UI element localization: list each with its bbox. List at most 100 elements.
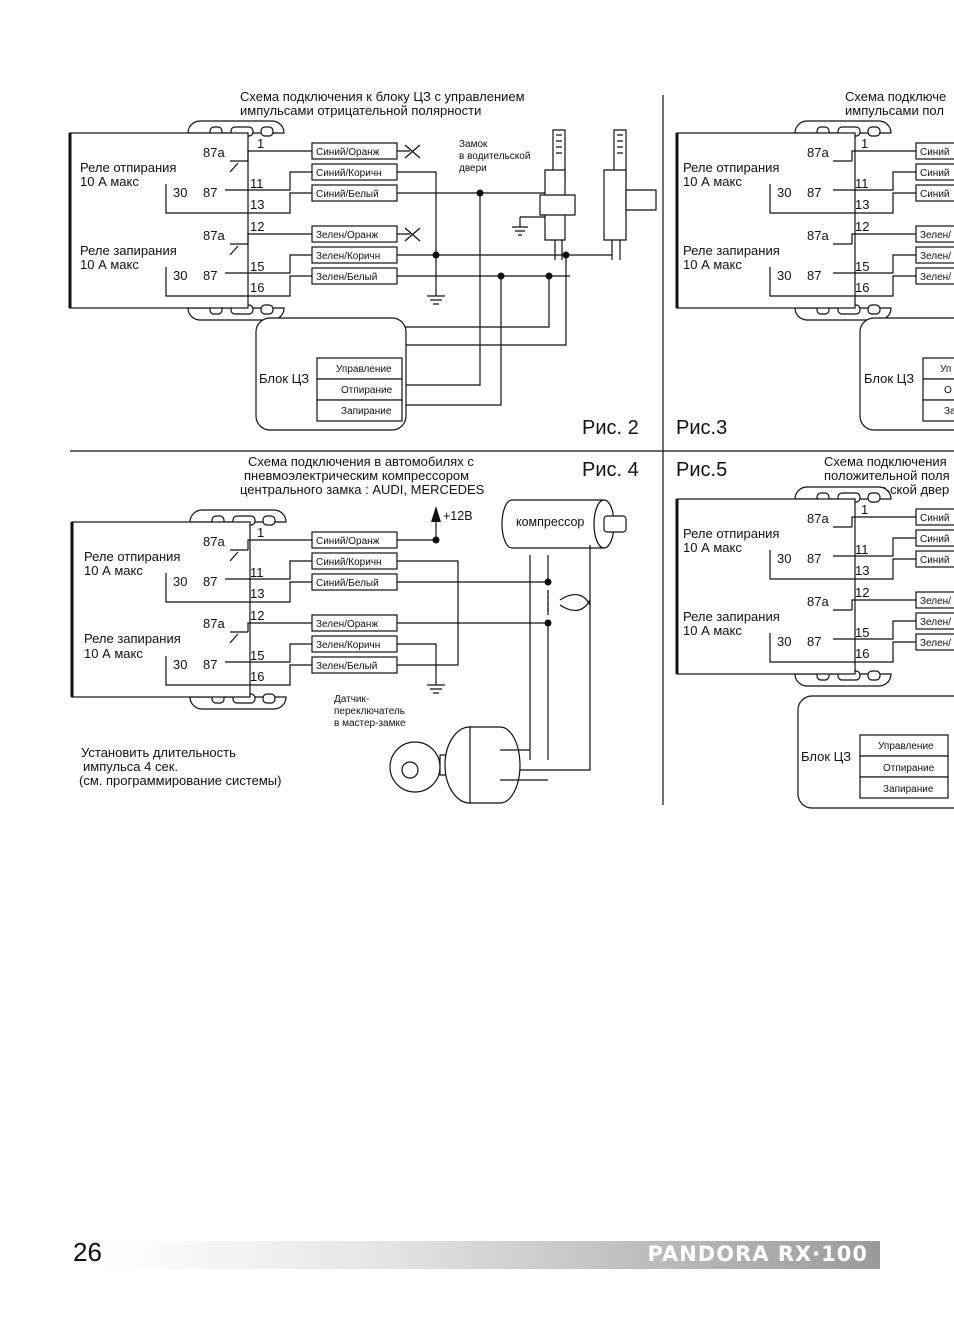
relay-lock-label: Реле запирания: [80, 243, 177, 258]
pin-12: 12: [250, 219, 264, 234]
pin-11: 11: [855, 542, 869, 557]
footer-bar: [100, 1241, 880, 1269]
pin-30: 30: [777, 634, 791, 649]
fig3-caption2: импульсами пол: [845, 103, 944, 118]
cz-block-label: Блок ЦЗ: [864, 371, 914, 386]
cz-unlock: Отпирание: [341, 385, 393, 396]
pin-16: 16: [855, 646, 869, 661]
cz-control: Уп: [940, 364, 951, 375]
pin-16: 16: [250, 280, 264, 295]
cz-lock: Запирание: [883, 784, 934, 795]
pin-30: 30: [777, 185, 791, 200]
pin-15: 15: [855, 259, 869, 274]
wire-label: Зелен/: [920, 230, 951, 241]
wire-label: Синий: [920, 147, 950, 158]
pin-87: 87: [807, 634, 821, 649]
wire-label: Синий: [920, 168, 950, 179]
lock-note: Замок: [459, 139, 488, 150]
wire-label: Зелен/: [920, 272, 951, 283]
pin-87: 87: [203, 657, 217, 672]
relay-lock-label: Реле запирания: [84, 631, 181, 646]
relay-unlock-amps: 10 А макс: [84, 563, 143, 578]
fig2-caption2: импульсами отрицательной полярности: [240, 103, 481, 118]
pin-15: 15: [250, 648, 264, 663]
fig2-label: Рис. 2: [582, 417, 639, 439]
pin-30: 30: [173, 657, 187, 672]
wire-label: Синий/Коричн: [316, 557, 382, 568]
fig5-caption2: положительной поля: [824, 468, 950, 483]
wire-label: Синий: [920, 189, 950, 200]
pin-11: 11: [855, 176, 869, 191]
pin-13: 13: [250, 586, 264, 601]
pin-11: 11: [250, 176, 264, 191]
wire-label: Синий: [920, 534, 950, 545]
pin-1: 1: [861, 136, 868, 151]
pin-87: 87: [807, 185, 821, 200]
pin-16: 16: [250, 669, 264, 684]
relay-lock-amps: 10 А макс: [683, 257, 742, 272]
pin-13: 13: [855, 563, 869, 578]
cz-unlock: Отпирание: [883, 763, 935, 774]
wire-label: Синий/Белый: [316, 578, 379, 589]
sensor-label: в мастер-замке: [334, 718, 406, 729]
pin-87a: 87a: [203, 616, 225, 631]
relay-lock-amps: 10 А макс: [84, 646, 143, 661]
fig2-caption: Схема подключения к блоку ЦЗ с управлени…: [240, 89, 525, 104]
wire-labels: Синий/Оранж Синий/Коричн Синий/Белый Зел…: [311, 142, 398, 285]
cz-control: Управление: [336, 364, 392, 375]
wire-label: Синий/Коричн: [316, 168, 382, 179]
figure-4: Схема подключения в автомобилях с пневмо…: [70, 454, 639, 804]
page-number: 26: [73, 1237, 102, 1267]
relay-unlock-label: Реле отпирания: [683, 526, 779, 541]
figure-2: Схема подключения к блоку ЦЗ с управлени…: [68, 89, 657, 439]
pin-12: 12: [855, 585, 869, 600]
fig4-caption2: пневмоэлектрическим компрессором: [244, 468, 469, 483]
relay-lock-amps: 10 А макс: [80, 257, 139, 272]
fig3-caption: Схема подключе: [845, 89, 946, 104]
wire-label: Зелен/Коричн: [316, 251, 380, 262]
wire-label: Зелен/Белый: [316, 272, 377, 283]
pin-13: 13: [855, 197, 869, 212]
relay-lock-amps: 10 А макс: [683, 623, 742, 638]
fig5-caption: Схема подключения: [824, 454, 947, 469]
pin-87: 87: [203, 574, 217, 589]
cz-control: Управление: [878, 741, 934, 752]
pin-15: 15: [250, 259, 264, 274]
cz-block-label: Блок ЦЗ: [801, 749, 851, 764]
pin-87a: 87a: [807, 594, 829, 609]
fig3-label: Рис.3: [676, 417, 727, 439]
wire-label: Зелен/Оранж: [316, 619, 378, 630]
wire-label: Зелен/Коричн: [316, 640, 380, 651]
pin-1: 1: [257, 136, 264, 151]
figure-5: Рис.5 Схема подключения положительной по…: [675, 454, 954, 809]
wire-label: Зелен/: [920, 638, 951, 649]
wire-label: Зелен/Оранж: [316, 230, 378, 241]
cz-lock: Запирание: [341, 406, 392, 417]
pin-12: 12: [250, 608, 264, 623]
pin-30: 30: [777, 551, 791, 566]
relay-unlock-amps: 10 А макс: [683, 540, 742, 555]
compressor-label: компрессор: [516, 515, 584, 529]
relay-unlock-amps: 10 А макс: [683, 174, 742, 189]
pin-87a: 87a: [203, 145, 225, 160]
plus-12v-label: +12В: [443, 509, 473, 523]
relay-unlock-label: Реле отпирания: [683, 160, 779, 175]
pin-1: 1: [257, 525, 264, 540]
pin-30: 30: [173, 268, 187, 283]
pin-30: 30: [777, 268, 791, 283]
pin-87a: 87a: [807, 145, 829, 160]
relay-lock-label: Реле запирания: [683, 609, 780, 624]
pin-13: 13: [250, 197, 264, 212]
lock-note: двери: [459, 163, 487, 174]
pin-1: 1: [861, 502, 868, 517]
wire-label: Синий: [920, 513, 950, 524]
relay-unlock-label: Реле отпирания: [84, 549, 180, 564]
fig4-caption: Схема подключения в автомобилях с: [248, 454, 474, 469]
pin-87a: 87a: [807, 511, 829, 526]
central-lock-block: Блок ЦЗ Управление Отпирание Запирание: [255, 317, 407, 431]
lock-note: в водительской: [459, 151, 530, 162]
cz-unlock: О: [944, 385, 952, 396]
wire-label: Синий/Оранж: [316, 536, 380, 547]
fig4-note: Установить длительность: [81, 745, 236, 760]
